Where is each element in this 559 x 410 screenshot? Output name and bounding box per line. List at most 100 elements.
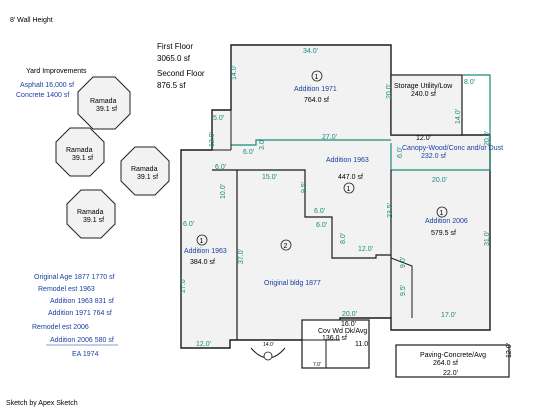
svg-text:20.0': 20.0' <box>432 177 447 184</box>
svg-text:1: 1 <box>440 210 444 217</box>
svg-text:6.0': 6.0' <box>316 222 327 229</box>
room-storage-area: 240.0 sf <box>411 91 436 98</box>
svg-text:Addition 1963: Addition 1963 <box>326 157 369 164</box>
room-paving-label: Paving-Concrete/Avg <box>420 352 486 359</box>
svg-text:2: 2 <box>284 243 288 250</box>
svg-text:9.5': 9.5' <box>400 285 407 296</box>
paving-area <box>395 344 510 378</box>
room-paving-area: 264.0 sf <box>433 360 458 367</box>
history-remodel-2006: Remodel est 2006 <box>32 324 89 331</box>
svg-text:579.5 sf: 579.5 sf <box>431 230 456 237</box>
room-addition-2006: 1 Addition 2006 579.5 sf <box>425 206 468 237</box>
storage-room <box>390 74 463 136</box>
svg-text:1: 1 <box>200 238 204 245</box>
svg-text:27.0': 27.0' <box>322 134 337 141</box>
ramada-area: 39.1 sf <box>96 106 117 113</box>
svg-text:6.0': 6.0' <box>243 149 254 156</box>
ramada-2: Ramada 39.1 sf <box>55 127 105 177</box>
svg-text:22.0': 22.0' <box>443 370 458 377</box>
ramada-label: Ramada <box>77 209 104 216</box>
svg-text:9.0': 9.0' <box>400 257 407 268</box>
svg-text:12.0': 12.0' <box>209 132 216 147</box>
svg-text:15.0': 15.0' <box>262 174 277 181</box>
history-addition-1963: Addition 1963 831 sf <box>50 298 114 305</box>
svg-text:10.0': 10.0' <box>220 184 227 199</box>
dimension-labels: 34.0' 14.0' 20.0' 8.0' 14.0' 20.0' 5.0' … <box>180 48 513 377</box>
svg-text:6.0': 6.0' <box>397 147 404 158</box>
svg-text:31.0': 31.0' <box>484 231 491 246</box>
ramada-label: Ramada <box>131 166 158 173</box>
history-addition-1971: Addition 1971 764 sf <box>48 310 112 317</box>
svg-text:23.5': 23.5' <box>387 203 394 218</box>
room-addition-1963-left: 1 Addition 1963 384.0 sf <box>184 234 227 266</box>
svg-text:20.0': 20.0' <box>342 311 357 318</box>
svg-text:11.0': 11.0' <box>355 341 369 348</box>
svg-text:8.0': 8.0' <box>340 233 347 244</box>
svg-text:9.5': 9.5' <box>301 182 308 193</box>
first-floor-value: 3065.0 sf <box>157 54 191 63</box>
svg-text:1: 1 <box>315 74 319 81</box>
svg-text:6.0': 6.0' <box>215 164 226 171</box>
room-canopy-area: 232.0 sf <box>421 153 446 160</box>
yard-title: Yard Improvements <box>26 68 87 75</box>
svg-text:14.0': 14.0' <box>231 65 238 80</box>
ramada-label: Ramada <box>90 98 117 105</box>
svg-text:Addition 1963: Addition 1963 <box>184 248 227 255</box>
second-floor-label: Second Floor <box>157 69 205 78</box>
svg-text:Addition 2006: Addition 2006 <box>425 218 468 225</box>
second-floor-value: 876.5 sf <box>157 81 186 90</box>
wall-height-label: 8' Wall Height <box>10 17 53 24</box>
svg-text:447.0 sf: 447.0 sf <box>338 174 363 181</box>
history-ea: EA 1974 <box>72 351 99 358</box>
ramada-4: Ramada 39.1 sf <box>66 189 116 239</box>
first-floor-label: First Floor <box>157 42 193 51</box>
ramada-area: 39.1 sf <box>137 174 158 181</box>
svg-text:14.0': 14.0' <box>455 109 462 124</box>
footer-credit: Sketch by Apex Sketch <box>6 400 78 407</box>
svg-text:20.0': 20.0' <box>484 131 491 146</box>
svg-text:5.0': 5.0' <box>213 115 224 122</box>
history-remodel-1963: Remodel est 1963 <box>38 286 95 293</box>
history-original-age: Original Age 1877 1770 sf <box>34 274 115 281</box>
ramada-label: Ramada <box>66 147 93 154</box>
canopy-outline <box>390 74 491 171</box>
svg-text:34.0': 34.0' <box>303 48 318 55</box>
floor-plan <box>180 44 510 378</box>
svg-text:12.0': 12.0' <box>416 135 431 142</box>
svg-text:12.0': 12.0' <box>196 341 211 348</box>
svg-text:12.0': 12.0' <box>358 246 373 253</box>
svg-text:7.0': 7.0' <box>313 362 321 368</box>
svg-text:3.0': 3.0' <box>259 139 266 150</box>
yard-asphalt: Asphalt 16,000 sf <box>20 82 74 89</box>
svg-text:8.0': 8.0' <box>464 79 475 86</box>
room-storage-label: Storage Utility/Low <box>394 83 453 90</box>
svg-text:1: 1 <box>347 186 351 193</box>
ramada-area: 39.1 sf <box>83 217 104 224</box>
svg-text:384.0 sf: 384.0 sf <box>190 259 215 266</box>
svg-text:17.0': 17.0' <box>441 312 456 319</box>
room-cov-wd-area: 136.0 sf <box>322 335 347 342</box>
svg-text:27.0': 27.0' <box>180 278 187 293</box>
room-addition-1963-center: Addition 1963 447.0 sf 1 <box>326 157 369 194</box>
svg-text:16.0': 16.0' <box>341 321 356 328</box>
ramada-area: 39.1 sf <box>72 155 93 162</box>
svg-text:Original bldg 1877: Original bldg 1877 <box>264 280 321 287</box>
room-cov-wd-label: Cov Wd Dk/Avg <box>318 328 367 335</box>
svg-text:37.0': 37.0' <box>238 249 245 264</box>
covered-deck <box>301 319 370 369</box>
ramada-1: Ramada 39.1 sf <box>77 76 131 130</box>
svg-text:20.0': 20.0' <box>386 84 393 99</box>
svg-text:764.0 sf: 764.0 sf <box>304 97 329 104</box>
ramada-3: Ramada 39.1 sf <box>120 146 170 196</box>
svg-text:Addition 1971: Addition 1971 <box>294 86 337 93</box>
svg-text:6.0': 6.0' <box>183 221 194 228</box>
room-addition-1971: 1 Addition 1971 764.0 sf <box>294 70 337 104</box>
history-addition-2006: Addition 2006 580 sf <box>50 337 114 344</box>
svg-text:6.0': 6.0' <box>314 208 325 215</box>
svg-text:14.0': 14.0' <box>263 342 274 348</box>
yard-concrete: Concrete 1400 sf <box>16 92 69 99</box>
room-canopy-label: Canopy-Wood/Conc and/or Dust <box>402 145 503 152</box>
room-original: 2 Original bldg 1877 <box>264 239 321 287</box>
svg-text:12.0': 12.0' <box>506 343 513 358</box>
